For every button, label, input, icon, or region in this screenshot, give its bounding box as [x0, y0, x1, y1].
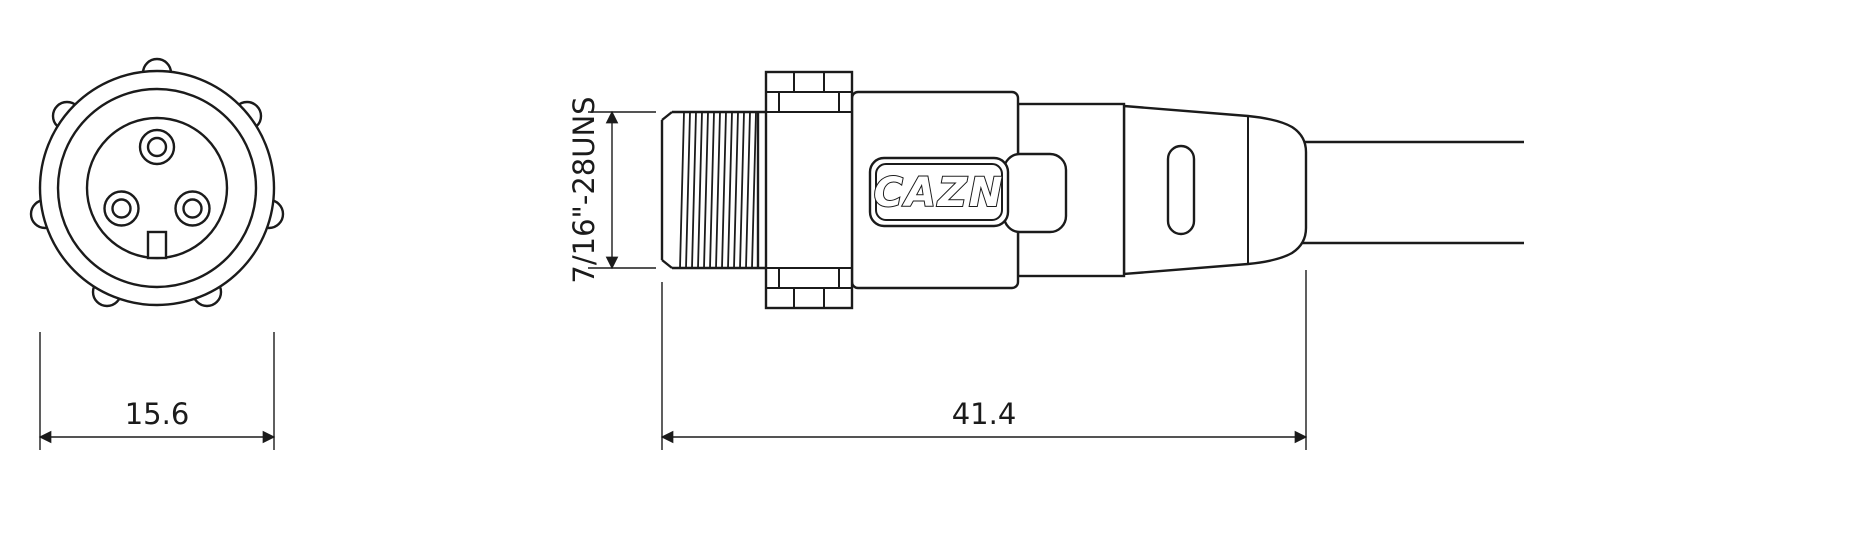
- side-view: CAZN: [660, 70, 1524, 310]
- boot-outline: [1122, 104, 1308, 276]
- pin-bottom-left: [103, 190, 140, 227]
- thread-chamfer: [661, 111, 673, 121]
- coupling-ring-outline: [38, 69, 276, 307]
- outer-lobed-contour: [29, 57, 285, 308]
- pin-outer-ring: [174, 190, 211, 227]
- brand-plate: CAZN: [868, 156, 1010, 228]
- coupling-nut: [764, 70, 854, 310]
- pin-outer-ring: [103, 190, 140, 227]
- front-width-label: 15.6: [125, 397, 190, 431]
- keyway-slot: [146, 230, 168, 260]
- front-width-dimension: 15.6: [38, 332, 276, 450]
- thread-spec-label: 7/16"-28UNS: [567, 96, 601, 283]
- boot-flex-slot: [1166, 144, 1196, 236]
- brand-logo-text: CAZN: [874, 170, 1005, 216]
- pin-contact: [111, 198, 132, 219]
- overall-length-label: 41.4: [952, 397, 1017, 431]
- strain-relief-boot: [1122, 104, 1308, 276]
- thread-hatching: [679, 111, 757, 269]
- thread-spec-dimension: 7/16"-28UNS: [567, 96, 656, 284]
- front-view: [29, 57, 285, 308]
- latch-tab: [1002, 152, 1068, 234]
- connector-face-circle: [56, 87, 258, 289]
- pin-bottom-right: [174, 190, 211, 227]
- pin-outer-ring: [138, 128, 176, 166]
- brand-plate-inner: [875, 163, 1003, 221]
- cable: [1300, 140, 1524, 245]
- overall-length-dimension: 41.4: [660, 270, 1308, 450]
- pin-contact: [182, 198, 203, 219]
- thread-chamfer: [661, 259, 673, 269]
- brand-plate-outer: [868, 156, 1010, 228]
- pin-top: [138, 128, 176, 166]
- pin-contact: [146, 136, 168, 158]
- threaded-section: [660, 110, 766, 270]
